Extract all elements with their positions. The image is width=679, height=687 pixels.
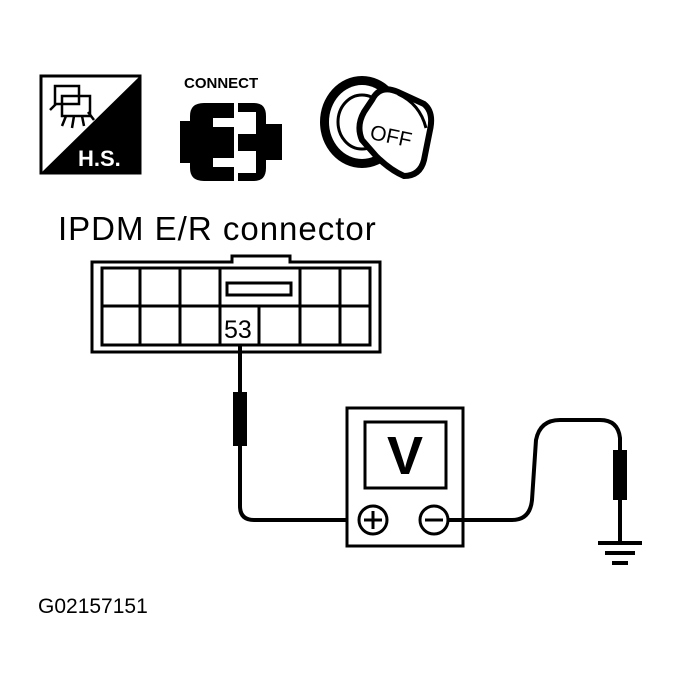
negative-terminal-icon: [418, 504, 450, 536]
figure-code: G02157151: [38, 595, 148, 618]
connect-label: CONNECT: [184, 75, 258, 92]
positive-terminal-icon: [357, 504, 389, 536]
positive-probe-lead: [233, 345, 358, 522]
connector-title: IPDM E/R connector: [58, 210, 377, 247]
meter-symbol: V: [387, 426, 423, 486]
connect-letter: E: [196, 174, 197, 176]
ground-icon: [598, 541, 642, 565]
harness-side-icon: H.S.: [39, 74, 142, 175]
connect-icon: CONNECT E: [180, 75, 282, 181]
harness-side-badge-text: H.S.: [78, 146, 121, 171]
ipdm-connector: 53: [90, 254, 382, 354]
negative-probe-lead: [448, 418, 627, 543]
voltmeter: V: [345, 406, 465, 548]
ignition-key-off-icon: OFF: [320, 76, 435, 180]
pin-number-label: 53: [224, 316, 252, 344]
